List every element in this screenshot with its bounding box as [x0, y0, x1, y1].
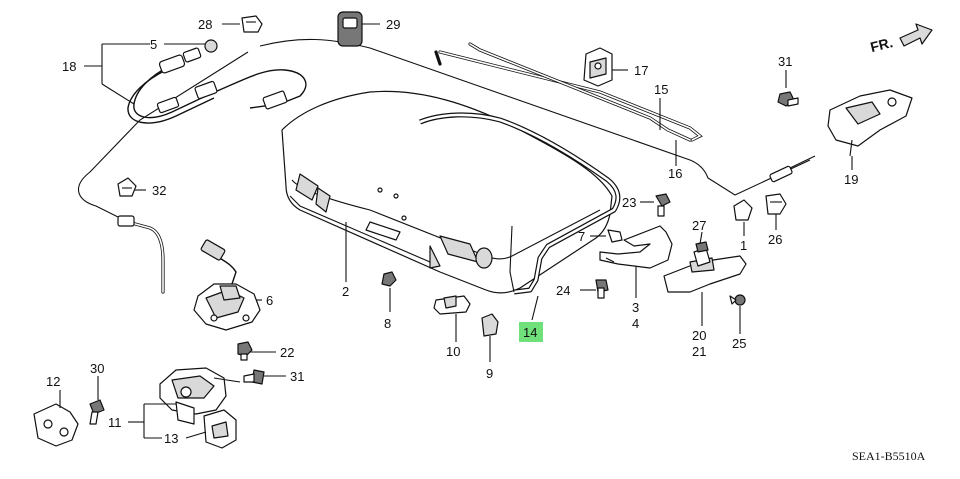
- callout-23[interactable]: 23: [622, 195, 636, 210]
- support-rods: [434, 42, 703, 142]
- callout-8[interactable]: 8: [384, 316, 391, 331]
- callout-25[interactable]: 25: [732, 336, 746, 351]
- bolt-24: [595, 279, 609, 299]
- bolt-22: [237, 341, 253, 361]
- clip-32: [117, 177, 137, 197]
- callout-31-upper[interactable]: 31: [778, 54, 792, 69]
- callout-14[interactable]: 14: [523, 325, 537, 340]
- front-direction-indicator: FR.: [869, 23, 933, 55]
- callout-9[interactable]: 9: [486, 366, 493, 381]
- weatherstrip-14: [419, 112, 621, 295]
- callout-26[interactable]: 26: [768, 232, 782, 247]
- callout-15[interactable]: 15: [654, 82, 668, 97]
- opener-cable-assembly: [127, 39, 307, 124]
- callout-2[interactable]: 2: [342, 284, 349, 299]
- nut-8: [381, 271, 397, 287]
- callout-16[interactable]: 16: [668, 166, 682, 181]
- bolt-25: [729, 294, 746, 306]
- direction-label: FR.: [869, 34, 895, 55]
- callout-17[interactable]: 17: [634, 63, 648, 78]
- striker-13: [203, 409, 237, 449]
- callout-31-lower[interactable]: 31: [290, 369, 304, 384]
- callout-3[interactable]: 3: [632, 300, 639, 315]
- pad-29: [337, 11, 363, 47]
- callout-4[interactable]: 4: [632, 316, 639, 331]
- callout-29[interactable]: 29: [386, 17, 400, 32]
- callout-11[interactable]: 11: [108, 415, 122, 430]
- callout-7[interactable]: 7: [578, 229, 585, 244]
- release-cable: [78, 38, 816, 294]
- clip-28: [241, 15, 263, 33]
- callout-1[interactable]: 1: [740, 238, 747, 253]
- bolt-31-upper: [777, 91, 799, 107]
- actuator-17: [583, 47, 613, 87]
- callout-13[interactable]: 13: [164, 431, 178, 446]
- bolt-23: [655, 193, 671, 217]
- callout-14-highlight: [519, 322, 543, 342]
- callout-22[interactable]: 22: [280, 345, 294, 360]
- bracket-12: [33, 403, 79, 447]
- callout-24[interactable]: 24: [556, 283, 570, 298]
- callout-6[interactable]: 6: [266, 293, 273, 308]
- hinge-3-4: [599, 225, 673, 269]
- trunk-lid: [281, 90, 613, 294]
- bumper-9: [481, 313, 499, 337]
- holder-10: [433, 295, 471, 315]
- callout-5[interactable]: 5: [150, 37, 157, 52]
- diagram-code: SEA1-B5510A: [852, 449, 926, 463]
- leader-lines: [59, 23, 853, 439]
- bolt-27: [693, 241, 711, 267]
- callout-30[interactable]: 30: [90, 361, 104, 376]
- callout-19[interactable]: 19: [844, 172, 858, 187]
- lock-actuator-6: [193, 239, 261, 331]
- callout-21[interactable]: 21: [692, 344, 706, 359]
- callout-labels: 5 18 28 29 17 15 16 31 19 32 2 23 7 27 1…: [46, 17, 858, 446]
- opener-19: [827, 89, 913, 157]
- callout-28[interactable]: 28: [198, 17, 212, 32]
- clip-7: [607, 229, 623, 243]
- bolt-30: [89, 399, 105, 425]
- callout-12[interactable]: 12: [46, 374, 60, 389]
- callout-32[interactable]: 32: [152, 183, 166, 198]
- cushion-1: [733, 199, 753, 221]
- callout-18[interactable]: 18: [62, 59, 76, 74]
- callout-20[interactable]: 20: [692, 328, 706, 343]
- bolt-31-lower: [243, 369, 265, 385]
- callout-10[interactable]: 10: [446, 344, 460, 359]
- callout-27[interactable]: 27: [692, 218, 706, 233]
- grommet-26: [765, 193, 787, 215]
